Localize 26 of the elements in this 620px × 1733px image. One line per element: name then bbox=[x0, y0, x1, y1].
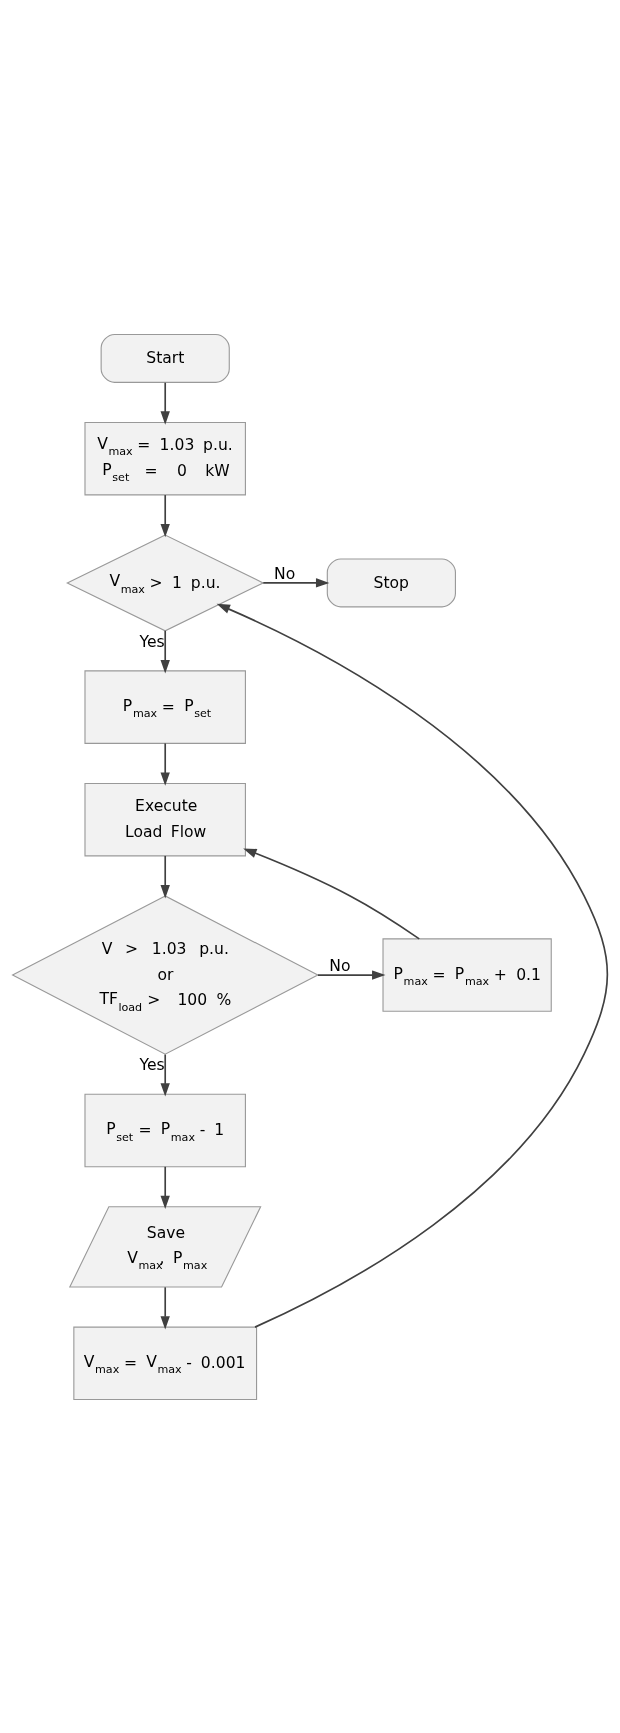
arrow bbox=[160, 629, 170, 673]
node-diamond: V$_{max}$ > 1 p.u. bbox=[66, 533, 265, 631]
arrow bbox=[160, 1053, 170, 1097]
arrow bbox=[262, 577, 330, 588]
node-box: V$_{max}$ = V$_{max}$ - 0.001 bbox=[73, 1326, 258, 1400]
arrow bbox=[243, 847, 421, 940]
arrow bbox=[216, 603, 609, 1328]
edge-label: No bbox=[274, 564, 296, 583]
node-box: Execute Load Flow bbox=[84, 782, 246, 856]
edge-label: Yes bbox=[139, 1055, 165, 1074]
arrow bbox=[160, 493, 170, 537]
node-diamond: V > 1.03 p.u. or TF$_{load}$ > 100 % bbox=[11, 894, 320, 1055]
node-box: Stop bbox=[326, 557, 456, 607]
arrow bbox=[317, 969, 386, 980]
arrow bbox=[160, 854, 170, 898]
node-box: Start bbox=[100, 333, 230, 383]
edge-label: No bbox=[329, 956, 351, 975]
arrow bbox=[160, 1286, 170, 1330]
arrow bbox=[160, 381, 170, 425]
arrow bbox=[160, 742, 170, 786]
edge-label: Yes bbox=[139, 632, 165, 651]
node-box: V$_{max}$ = 1.03 p.u. P$_{set}$ = 0 kW bbox=[84, 421, 246, 495]
arrow bbox=[160, 1165, 170, 1209]
node-box: P$_{set}$ = P$_{max}$ - 1 bbox=[84, 1093, 246, 1167]
node-box: P$_{max}$ = P$_{set}$ bbox=[84, 669, 246, 744]
node-box: P$_{max}$ = P$_{max}$ + 0.1 bbox=[382, 937, 552, 1012]
